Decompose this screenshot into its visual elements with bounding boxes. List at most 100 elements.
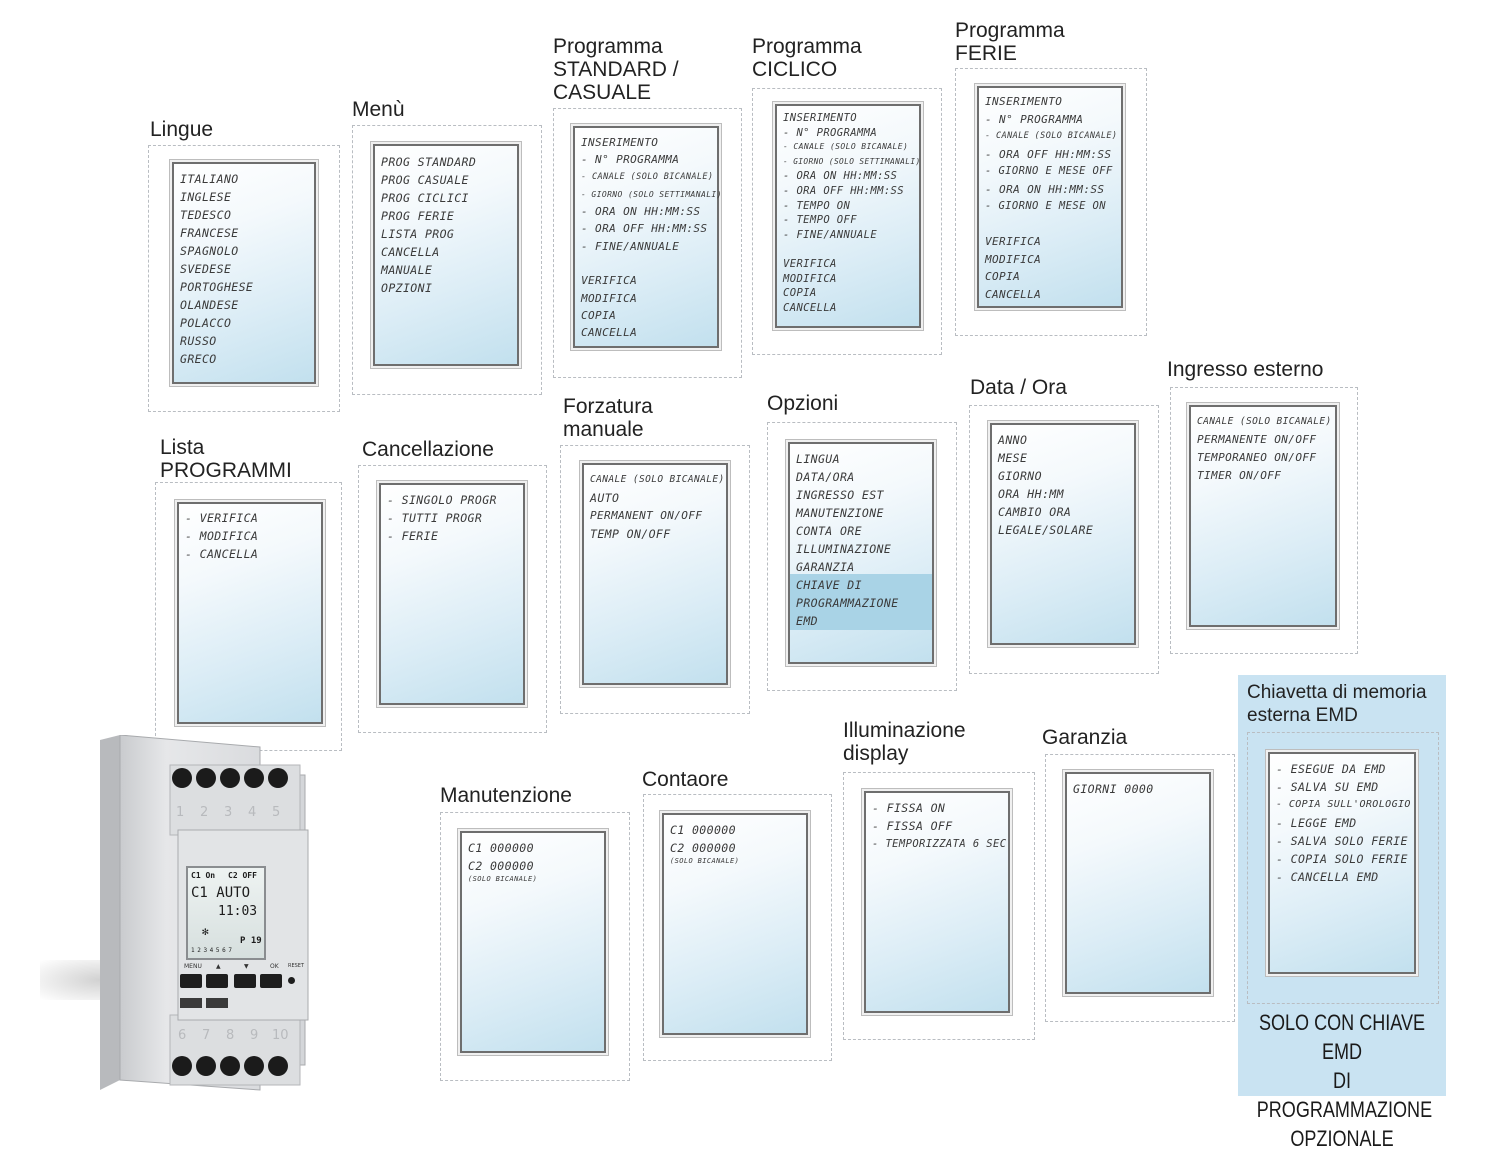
title-garanzia: Garanzia bbox=[1042, 726, 1128, 749]
ok-button[interactable] bbox=[260, 974, 282, 988]
lcd-days: 1 2 3 4 5 6 7 bbox=[191, 947, 232, 954]
menu-line: COPIA bbox=[581, 308, 617, 322]
menu-line: GIORNI 0000 bbox=[1073, 782, 1154, 796]
menu-line: OPZIONI bbox=[381, 281, 433, 295]
menu-line: - COPIA SOLO FERIE bbox=[1276, 852, 1408, 866]
reset-button-label: RESET bbox=[288, 963, 305, 969]
screen-manutenzione: C1 000000 C2 000000 (SOLO BICANALE) bbox=[460, 831, 606, 1053]
menu-line: - TEMPO ON bbox=[783, 199, 851, 212]
menu-line: PROG CASUALE bbox=[381, 173, 469, 187]
menu-line: - SALVA SU EMD bbox=[1276, 780, 1379, 794]
reset-button[interactable] bbox=[288, 977, 295, 984]
terminal-number: 1 bbox=[176, 805, 185, 820]
menu-line: - TUTTI PROGR bbox=[387, 511, 483, 525]
menu-line: CANALE (SOLO BICANALE) bbox=[1197, 416, 1332, 427]
title-menu: Menù bbox=[352, 98, 405, 121]
menu-line: PORTOGHESE bbox=[180, 280, 254, 294]
menu-line: - SALVA SOLO FERIE bbox=[1276, 834, 1408, 848]
menu-line: COPIA bbox=[783, 287, 817, 300]
terminal-number: 3 bbox=[224, 805, 233, 820]
menu-line: LEGALE/SOLARE bbox=[998, 523, 1094, 537]
menu-line: EMD bbox=[796, 614, 818, 628]
menu-line: MODIFICA bbox=[985, 252, 1042, 266]
menu-line: - N° PROGRAMMA bbox=[783, 126, 878, 139]
menu-line: INSERIMENTO bbox=[985, 95, 1063, 108]
menu-line: MESE bbox=[998, 451, 1028, 465]
device-terminals-bottom bbox=[172, 1056, 292, 1086]
screen-forzatura: CANALE (SOLO BICANALE) AUTO PERMANENT ON… bbox=[582, 463, 728, 685]
terminal-hole bbox=[268, 768, 288, 788]
menu-line: PERMANENTE ON/OFF bbox=[1197, 433, 1317, 446]
menu-line: - ORA OFF HH:MM:SS bbox=[581, 222, 708, 236]
terminal-number: 7 bbox=[202, 1028, 211, 1043]
menu-button[interactable] bbox=[180, 974, 202, 988]
title-illuminazione: Illuminazione display bbox=[843, 719, 966, 765]
menu-line: COPIA bbox=[985, 270, 1021, 283]
panel-frame-manutenzione bbox=[440, 812, 630, 1081]
menu-spacer bbox=[783, 242, 915, 257]
menu-line: ILLUMINAZIONE bbox=[796, 542, 892, 556]
menu-button-label: MENU bbox=[184, 963, 202, 970]
panel-frame-forzatura bbox=[560, 445, 750, 714]
menu-line: - CANCELLA EMD bbox=[1276, 870, 1379, 884]
menu-line: INGRESSO EST bbox=[796, 488, 884, 502]
panel-frame-ferie bbox=[955, 68, 1147, 336]
menu-line: MODIFICA bbox=[783, 272, 837, 285]
title-ferie: Programma FERIE bbox=[955, 19, 1065, 65]
terminal-number: 2 bbox=[200, 805, 209, 820]
device-buttons-row2 bbox=[180, 998, 300, 1018]
menu-line: - FINE/ANNUALE bbox=[783, 228, 878, 241]
menu-line: VERIFICA bbox=[581, 274, 638, 288]
up-button[interactable] bbox=[206, 974, 228, 988]
snowflake-icon: ✻ bbox=[202, 925, 209, 938]
menu-line: VERIFICA bbox=[985, 235, 1042, 248]
terminal-hole bbox=[172, 768, 192, 788]
menu-line: CHIAVE DI bbox=[796, 578, 862, 592]
menu-line: - N° PROGRAMMA bbox=[985, 112, 1084, 126]
menu-line: - FINE/ANNUALE bbox=[581, 239, 680, 253]
menu-line: OLANDESE bbox=[180, 298, 239, 312]
screen-garanzia: GIORNI 0000 bbox=[1065, 772, 1211, 994]
title-ciclico: Programma CICLICO bbox=[752, 35, 862, 81]
menu-line: SVEDESE bbox=[180, 262, 232, 276]
down-button[interactable] bbox=[234, 974, 256, 988]
terminal-hole bbox=[268, 1056, 288, 1076]
menu-line: GARANZIA bbox=[796, 560, 855, 574]
menu-line: - CANALE (SOLO BICANALE) bbox=[783, 142, 909, 152]
lcd-c1: C1 On bbox=[191, 871, 216, 880]
menu-line: - N° PROGRAMMA bbox=[581, 153, 680, 167]
menu-line: INSERIMENTO bbox=[581, 136, 659, 149]
panel-frame-illuminazione bbox=[843, 772, 1035, 1040]
terminal-number: 4 bbox=[248, 805, 257, 820]
panel-frame-emd bbox=[1247, 732, 1439, 1004]
screen-ferie: INSERIMENTO - N° PROGRAMMA - CANALE (SOL… bbox=[977, 86, 1123, 308]
title-lista: Lista PROGRAMMI bbox=[160, 436, 292, 482]
menu-line: - COPIA SULL'OROLOGIO bbox=[1276, 799, 1411, 810]
menu-line: - ESEGUE DA EMD bbox=[1276, 762, 1386, 776]
terminal-hole bbox=[244, 1056, 264, 1076]
menu-line: CANALE (SOLO BICANALE) bbox=[590, 474, 725, 485]
title-lingue: Lingue bbox=[150, 118, 214, 141]
menu-line: MANUTENZIONE bbox=[796, 506, 884, 520]
slot bbox=[206, 998, 228, 1008]
terminal-hole bbox=[220, 1056, 240, 1076]
terminal-hole bbox=[196, 1056, 216, 1076]
menu-line: GIORNO bbox=[998, 469, 1042, 483]
screen-dataora: ANNO MESE GIORNO ORA HH:MM CAMBIO ORA LE… bbox=[990, 423, 1136, 645]
panel-frame-menu bbox=[352, 125, 542, 395]
menu-line: TEMP ON/OFF bbox=[590, 527, 671, 541]
menu-line: - ORA OFF HH:MM:SS bbox=[985, 147, 1112, 161]
menu-line: LISTA PROG bbox=[381, 227, 455, 241]
menu-line: C1 000000 bbox=[468, 841, 534, 855]
menu-line: - GIORNO (SOLO SETTIMANALI) bbox=[783, 156, 921, 166]
screen-contaore: C1 000000 C2 000000 (SOLO BICANALE) bbox=[662, 813, 808, 1035]
slot bbox=[180, 998, 202, 1008]
menu-line: SPAGNOLO bbox=[180, 244, 239, 258]
terminal-number: 10 bbox=[272, 1028, 289, 1043]
terminal-hole bbox=[220, 768, 240, 788]
screen-cancellazione: - SINGOLO PROGR - TUTTI PROGR - FERIE bbox=[379, 483, 525, 705]
menu-line: CONTA ORE bbox=[796, 524, 862, 538]
menu-line: TEMPORANEO ON/OFF bbox=[1197, 451, 1317, 464]
emd-optional-note: SOLO CON CHIAVE EMD DI PROGRAMMAZIONE OP… bbox=[1256, 1010, 1433, 1151]
terminal-number: 5 bbox=[272, 805, 281, 820]
